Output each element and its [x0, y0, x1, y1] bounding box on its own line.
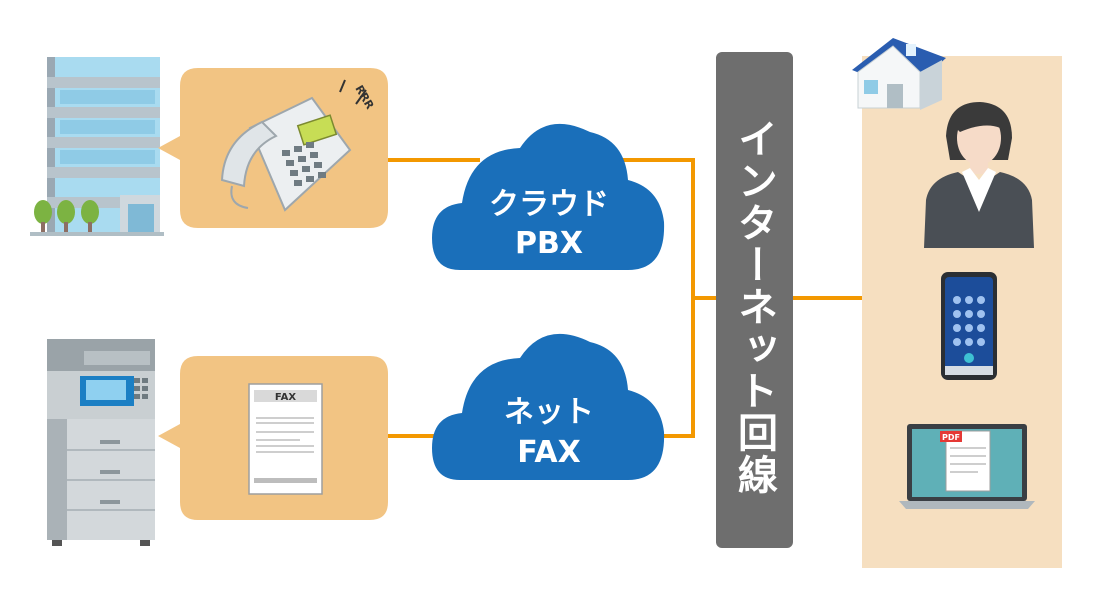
line-pbx-to-internet [620, 158, 716, 300]
printer-icon [47, 339, 155, 546]
person-icon [924, 102, 1034, 248]
cloud-pbx-line1: クラウド [489, 187, 609, 222]
internet-line-label: インターネット回線 [731, 118, 778, 496]
fax-document-icon [248, 383, 323, 495]
desk-phone-icon [220, 96, 352, 212]
fax-document-title: FAX [275, 392, 296, 403]
cloud-pbx-line2: PBX [515, 226, 583, 261]
cloud-pbx [432, 123, 665, 270]
laptop-icon [899, 424, 1035, 509]
smartphone-icon [941, 272, 997, 380]
office-building-icon [30, 57, 164, 236]
ring-marks-icon [339, 79, 367, 105]
cloud-netfax-line1: ネット [504, 395, 594, 430]
internet-line-bar [716, 52, 793, 548]
cloud-netfax-line2: FAX [517, 435, 580, 470]
house-icon [852, 38, 946, 110]
cloud-netfax [432, 333, 665, 480]
laptop-pdf-badge: PDF [942, 433, 960, 442]
